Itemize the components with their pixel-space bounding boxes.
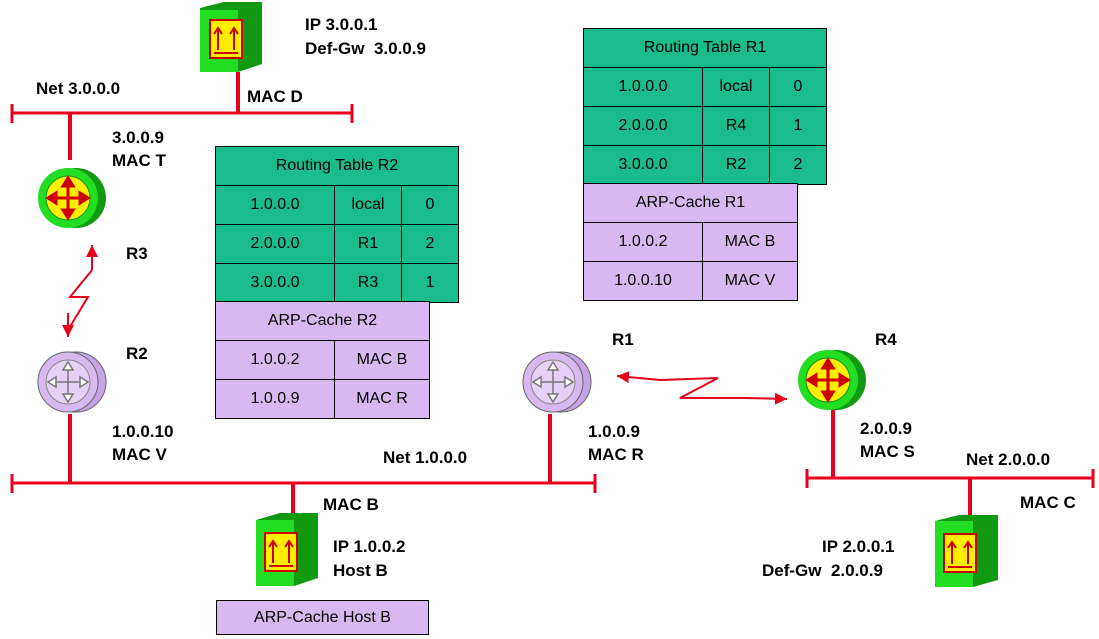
table-cell: R1 [334,224,402,264]
net3-label: Net 3.0.0.0 [36,79,121,98]
host-c-icon [935,515,998,587]
routing-table-r2-title: Routing Table R2 [215,146,459,186]
router-r3-icon [38,168,106,228]
table-cell: 3.0.0.0 [583,145,703,185]
host-b-name: Host B [333,561,388,580]
router-r2-mac: MAC V [112,445,167,464]
table-row: 1.0.0.0 local 0 [583,67,827,107]
table-cell: 2 [401,224,459,264]
table-cell: 2.0.0.0 [583,106,703,146]
table-row: 1.0.0.0 local 0 [215,185,459,225]
table-cell: MAC V [702,261,798,301]
router-r4-icon [798,350,866,410]
router-r4-name: R4 [875,330,897,349]
router-r1-ip: 1.0.0.9 [588,422,640,441]
arp-cache-r1-title: ARP-Cache R1 [583,183,798,223]
arp-cache-r2: ARP-Cache R2 1.0.0.2 MAC B 1.0.0.9 MAC R [215,301,430,419]
host-b-mac: MAC B [323,495,379,514]
router-r4-ip: 2.0.0.9 [860,419,912,438]
table-cell: 0 [769,67,827,107]
table-cell: 3.0.0.0 [215,263,335,303]
host-d-ip: IP 3.0.0.1 [305,15,378,34]
table-row: 2.0.0.0 R1 2 [215,224,459,264]
table-cell: 2.0.0.0 [215,224,335,264]
net1-bus [10,414,597,520]
table-cell: 1.0.0.2 [215,340,335,380]
table-cell: 1.0.0.2 [583,222,703,262]
host-c-gw: Def-Gw 2.0.0.9 [762,561,883,580]
routing-table-r1: Routing Table R1 1.0.0.0 local 0 2.0.0.0… [583,28,827,185]
table-cell: local [334,185,402,225]
table-cell: R2 [702,145,770,185]
host-b-ip: IP 1.0.0.2 [333,537,406,556]
table-cell: R4 [702,106,770,146]
arp-cache-r2-title: ARP-Cache R2 [215,301,430,341]
routing-table-r2: Routing Table R2 1.0.0.0 local 0 2.0.0.0… [215,146,459,303]
host-d-icon [200,2,262,72]
router-r3-mac: MAC T [112,151,166,170]
table-cell: 1 [401,263,459,303]
table-cell: MAC B [702,222,798,262]
host-b-icon [256,513,318,586]
table-cell: 2 [769,145,827,185]
table-cell: 1 [769,106,827,146]
router-r1-mac: MAC R [588,445,644,464]
table-cell: local [702,67,770,107]
table-cell: MAC B [334,340,430,380]
net2-label: Net 2.0.0.0 [966,450,1051,469]
table-cell: 0 [401,185,459,225]
serial-link-r3-r2 [62,245,98,337]
table-cell: 1.0.0.10 [583,261,703,301]
table-cell: 1.0.0.0 [215,185,335,225]
net1-label: Net 1.0.0.0 [383,448,468,467]
router-r1-name: R1 [612,330,634,349]
table-row: 1.0.0.2 MAC B [215,340,430,380]
arp-cache-r1: ARP-Cache R1 1.0.0.2 MAC B 1.0.0.10 MAC … [583,183,798,301]
table-row: 1.0.0.2 MAC B [583,222,798,262]
serial-link-r1-r4 [616,371,788,405]
router-r2-icon [37,351,107,413]
host-d-gw: Def-Gw 3.0.0.9 [305,39,426,58]
router-r2-ip: 1.0.0.10 [112,422,174,441]
arp-cache-host-b: ARP-Cache Host B [216,600,429,635]
table-cell: 1.0.0.0 [583,67,703,107]
table-row: 1.0.0.10 MAC V [583,261,798,301]
router-r3-ip: 3.0.0.9 [112,128,164,147]
net2-bus [805,408,1095,518]
router-r1-icon [522,351,592,413]
router-r3-name: R3 [126,244,148,263]
table-row: 1.0.0.9 MAC R [215,379,430,419]
router-r4-mac: MAC S [860,442,915,461]
host-d-mac: MAC D [247,87,303,106]
table-cell: R3 [334,263,402,303]
table-cell: 1.0.0.9 [215,379,335,419]
table-row: 3.0.0.0 R3 1 [215,263,459,303]
host-c-ip: IP 2.0.0.1 [822,537,895,556]
routing-table-r1-title: Routing Table R1 [583,28,827,68]
host-c-mac: MAC C [1020,493,1076,512]
router-r2-name: R2 [126,344,148,363]
table-cell: MAC R [334,379,430,419]
table-row: 3.0.0.0 R2 2 [583,145,827,185]
table-row: 2.0.0.0 R4 1 [583,106,827,146]
net3-bus [10,72,354,160]
